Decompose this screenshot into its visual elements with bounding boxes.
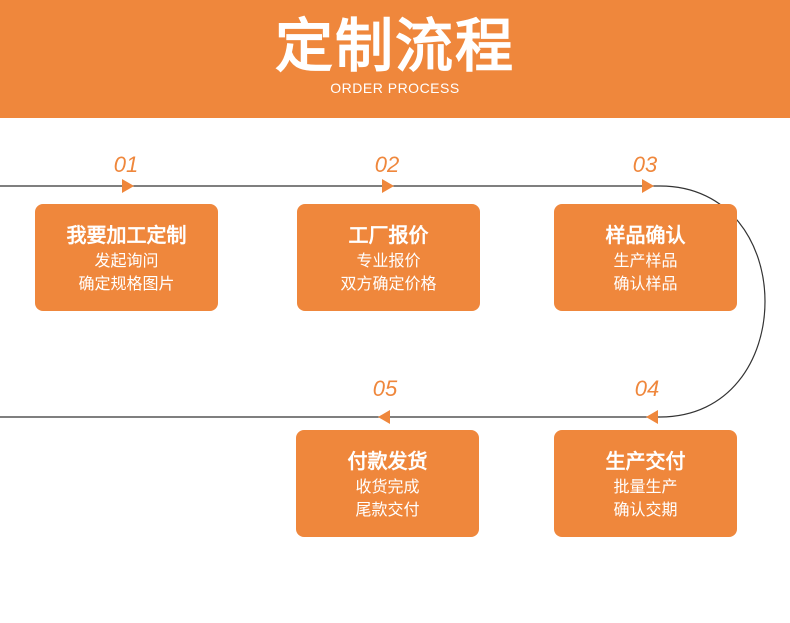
flow-curve xyxy=(659,185,766,418)
step-card-02: 工厂报价 专业报价 双方确定价格 xyxy=(297,204,480,311)
step-number-01: 01 xyxy=(113,152,139,177)
step-number-04: 04 xyxy=(634,376,660,401)
arrow-icon-05 xyxy=(378,410,390,424)
step-desc-line2: 确认交期 xyxy=(613,500,678,519)
step-desc-line2: 确定规格图片 xyxy=(78,274,175,293)
page-subtitle: ORDER PROCESS xyxy=(330,80,460,96)
step-desc-line1: 收货完成 xyxy=(355,477,420,496)
step-desc-line1: 生产样品 xyxy=(613,251,678,270)
step-title: 付款发货 xyxy=(347,449,428,473)
step-card-04: 生产交付 批量生产 确认交期 xyxy=(554,430,737,537)
step-title: 生产交付 xyxy=(605,449,686,473)
arrow-icon-04 xyxy=(646,410,658,424)
step-card-01: 我要加工定制 发起询问 确定规格图片 xyxy=(35,204,218,311)
page-title: 定制流程 xyxy=(274,12,515,80)
step-number-05: 05 xyxy=(372,376,398,401)
header-banner: 定制流程 ORDER PROCESS xyxy=(0,0,790,118)
arrow-icon-03 xyxy=(642,179,654,193)
arrow-icon-02 xyxy=(382,179,394,193)
step-number-02: 02 xyxy=(374,152,400,177)
step-title: 样品确认 xyxy=(605,223,686,247)
arrow-icon-01 xyxy=(122,179,134,193)
step-desc-line1: 专业报价 xyxy=(356,251,421,270)
step-title: 工厂报价 xyxy=(348,223,429,247)
step-card-03: 样品确认 生产样品 确认样品 xyxy=(554,204,737,311)
step-desc-line2: 尾款交付 xyxy=(355,500,420,519)
step-number-03: 03 xyxy=(632,152,658,177)
step-desc-line2: 双方确定价格 xyxy=(340,274,437,293)
step-desc-line1: 发起询问 xyxy=(94,251,159,270)
step-desc-line2: 确认样品 xyxy=(613,274,678,293)
step-desc-line1: 批量生产 xyxy=(613,477,678,496)
step-card-05: 付款发货 收货完成 尾款交付 xyxy=(296,430,479,537)
step-title: 我要加工定制 xyxy=(66,223,187,247)
